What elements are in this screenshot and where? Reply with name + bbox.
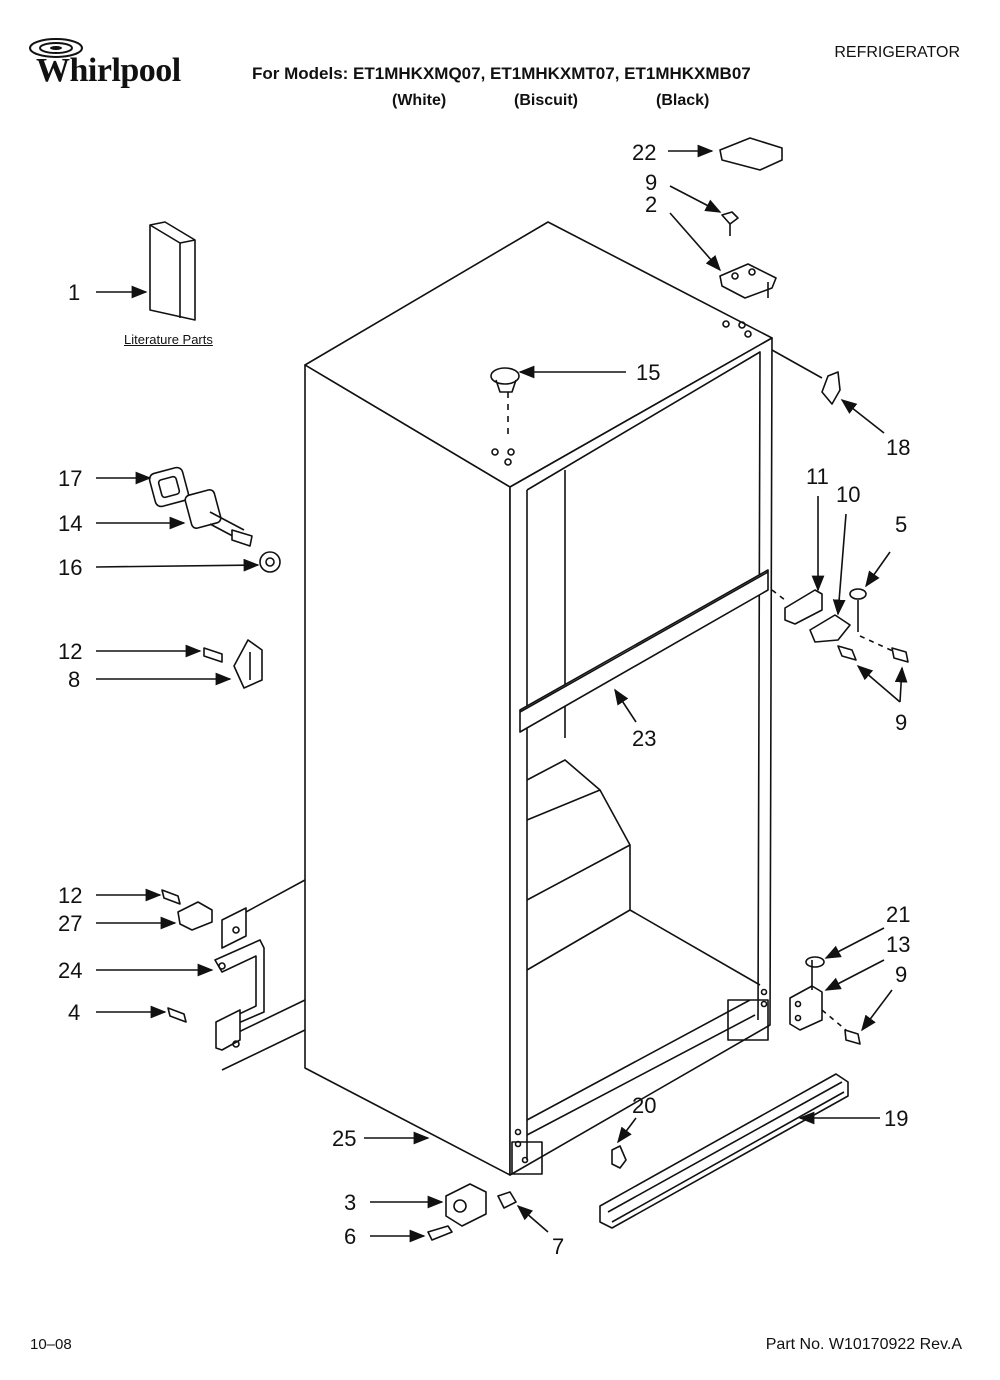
callout-19: 19 <box>884 1106 908 1131</box>
callout-10: 10 <box>836 482 860 507</box>
callout-2: 2 <box>645 192 657 217</box>
parts-21-13-9 <box>789 956 861 1045</box>
part-9-screw-top <box>721 211 739 236</box>
callout-16: 16 <box>58 555 82 580</box>
callout-22: 22 <box>632 140 656 165</box>
callout-24: 24 <box>58 958 82 983</box>
callout-1: 1 <box>68 280 80 305</box>
callout-13: 13 <box>886 932 910 957</box>
callout-11: 11 <box>806 464 829 489</box>
callout-15: 15 <box>636 360 660 385</box>
callout-6: 6 <box>344 1224 356 1249</box>
part-2-hinge <box>719 263 777 299</box>
callout-17: 17 <box>58 466 82 491</box>
parts-11-10-5 <box>771 588 909 663</box>
models-line: For Models: ET1MHKXMQ07, ET1MHKXMT07, ET… <box>252 64 751 83</box>
callout-12-lower: 12 <box>58 883 82 908</box>
callout-8: 8 <box>68 667 80 692</box>
document-type: REFRIGERATOR <box>834 44 960 61</box>
part-18-clip <box>821 371 841 405</box>
part-literature <box>149 221 196 321</box>
variant-white: (White) <box>392 92 447 109</box>
callout-23: 23 <box>632 726 656 751</box>
footer-date: 10–08 <box>30 1336 72 1353</box>
parts-17-14-16 <box>148 466 281 573</box>
callout-numbers: 22 9 2 1 15 18 17 11 10 5 14 16 12 8 9 2… <box>58 140 910 1259</box>
callout-7: 7 <box>552 1234 564 1259</box>
parts-12-27-24-4 <box>161 889 265 1051</box>
callout-4: 4 <box>68 1000 80 1025</box>
cabinet <box>221 221 773 1176</box>
variant-biscuit: (Biscuit) <box>514 92 578 109</box>
part-20-clip <box>611 1145 627 1169</box>
footer-part-number: Part No. W10170922 Rev.A <box>765 1336 962 1353</box>
callout-5: 5 <box>895 512 907 537</box>
callout-12-upper: 12 <box>58 639 82 664</box>
literature-parts-caption: Literature Parts <box>124 332 213 347</box>
leader-lines <box>95 144 908 1243</box>
variant-black: (Black) <box>656 92 710 109</box>
callout-18: 18 <box>886 435 910 460</box>
callout-9-top: 9 <box>645 170 657 195</box>
callout-3: 3 <box>344 1190 356 1215</box>
callout-9-middle: 9 <box>895 710 907 735</box>
callout-27: 27 <box>58 911 82 936</box>
callout-9-lower: 9 <box>895 962 907 987</box>
whirlpool-logo: Whirlpool <box>36 52 181 89</box>
callout-20: 20 <box>632 1093 656 1118</box>
parts-3-7-6 <box>427 1183 517 1241</box>
callout-21: 21 <box>886 902 910 927</box>
parts-12-8-upper <box>203 639 263 689</box>
callout-14: 14 <box>58 511 82 536</box>
logo-swirl-icon <box>29 38 83 58</box>
part-22-cap <box>719 137 783 171</box>
callout-25: 25 <box>332 1126 356 1151</box>
